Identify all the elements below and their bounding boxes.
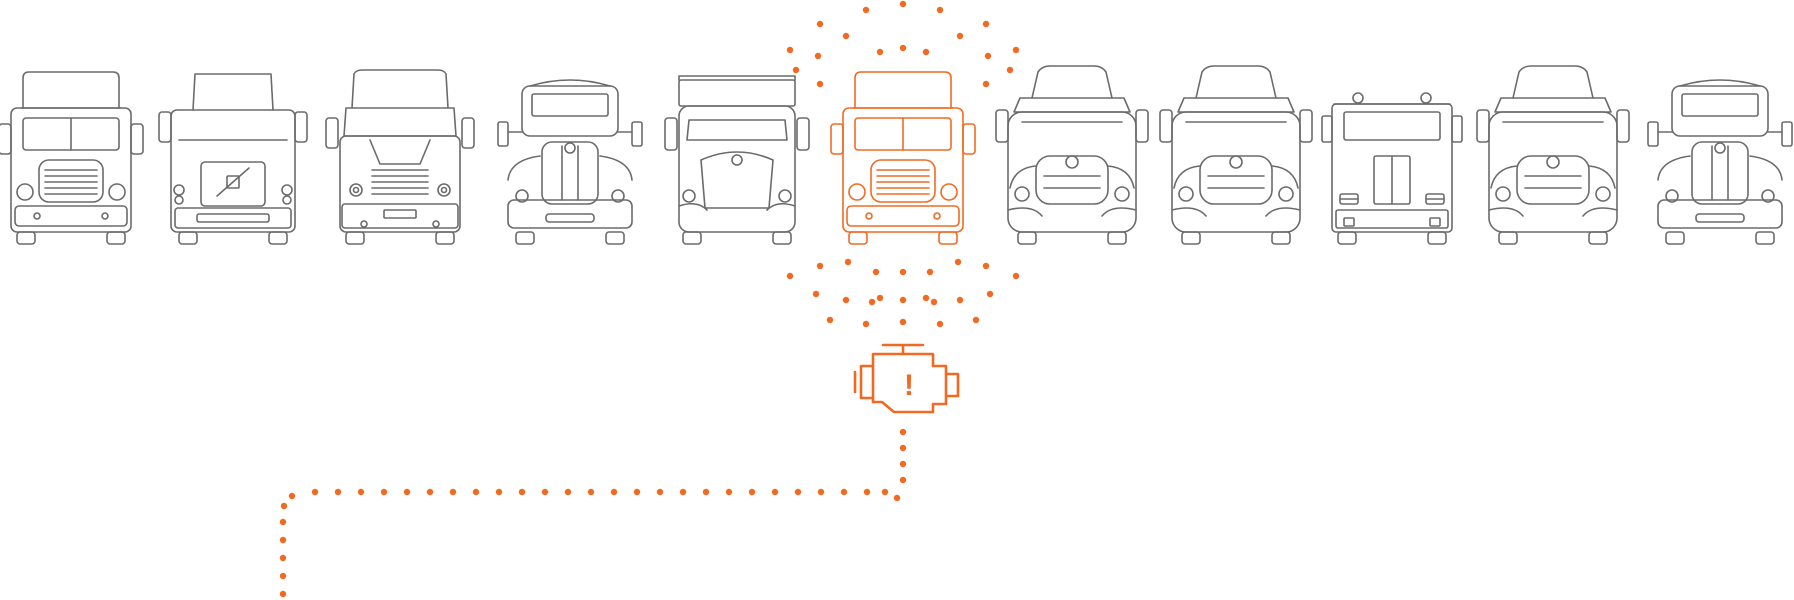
connector-dot [564,488,572,496]
connector-dot [518,488,526,496]
connector-dot [679,488,687,496]
spark-dot [816,80,824,88]
connector-dot [702,488,710,496]
connector-dot [279,590,287,598]
spark-dot [936,6,944,14]
spark-dot [922,294,930,302]
connector-dot [899,460,907,468]
engine-alert-exclamation: ! [904,369,914,402]
connector-dot [863,488,871,496]
spark-dot [816,20,824,28]
connector-dot [633,488,641,496]
spark-dot [956,32,964,40]
connector-dot [893,494,901,502]
spark-dot [936,320,944,328]
connector-dot [610,488,618,496]
connector-dot [656,488,664,496]
spark-dot [812,290,820,298]
truck-1 [0,71,144,245]
connector-dot [899,476,907,484]
connector-dot [495,488,503,496]
spark-dot [868,298,876,306]
spark-dot [954,258,962,266]
connector-dot [899,444,907,452]
spark-dot [876,294,884,302]
connector-dot [403,488,411,496]
spark-dot [842,32,850,40]
connector-dot [288,492,296,500]
connector-dot [541,488,549,496]
spark-dot [986,290,994,298]
spark-dot [816,262,824,270]
connector-dot [472,488,480,496]
truck-7 [995,65,1149,245]
connector-dot [881,488,889,496]
connector-dot [357,488,365,496]
spark-dot [972,316,980,324]
spark-dot [899,44,907,52]
connector-dot [449,488,457,496]
spark-dot [872,268,880,276]
spark-dot [899,0,907,8]
connector-dot [771,488,779,496]
connector-dot [725,488,733,496]
spark-dot [922,48,930,56]
connector-dot [279,536,287,544]
connector-dot [380,488,388,496]
spark-dot [786,272,794,280]
spark-dot [984,52,992,60]
connector-dot [840,488,848,496]
spark-dot [792,66,800,74]
spark-dot [982,80,990,88]
truck-4 [497,79,643,245]
connector-dot [587,488,595,496]
spark-dot [930,298,938,306]
spark-dot [956,296,964,304]
spark-dot [926,268,934,276]
truck-2 [158,73,308,245]
connector-dot [280,502,288,510]
connector-dot [817,488,825,496]
spark-dot [876,48,884,56]
truck-3 [325,69,475,245]
spark-dot [1012,46,1020,54]
spark-dot [1006,66,1014,74]
spark-dot [982,262,990,270]
truck-6 [830,71,976,245]
connector-dot [279,518,287,526]
spark-dot [786,46,794,54]
connector-dot [279,572,287,580]
spark-dot [844,258,852,266]
highlight-spark-dots [786,0,1020,328]
spark-dot [899,268,907,276]
truck-9 [1321,92,1463,245]
truck-11 [1647,79,1793,245]
truck-row [0,65,1793,245]
check-engine-warning-icon: ! [853,343,960,414]
spark-dot [982,20,990,28]
connector-dot [899,428,907,436]
truck-10 [1476,65,1630,245]
spark-dot [814,52,822,60]
spark-dot [899,296,907,304]
dotted-connector-path [279,428,907,598]
truck-8 [1159,65,1313,245]
spark-dot [862,6,870,14]
spark-dot [899,318,907,326]
connector-dot [311,488,319,496]
spark-dot [1012,272,1020,280]
connector-dot [794,488,802,496]
connector-dot [426,488,434,496]
spark-dot [842,296,850,304]
connector-dot [279,554,287,562]
spark-dot [826,316,834,324]
spark-dot [862,320,870,328]
connector-dot [748,488,756,496]
truck-5 [664,75,810,245]
connector-dot [334,488,342,496]
